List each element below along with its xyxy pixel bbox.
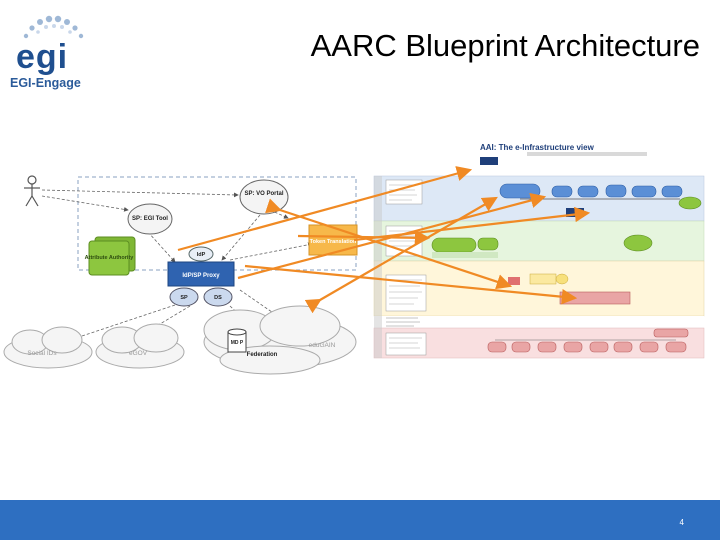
proxy-label: IdP/SP Proxy <box>182 273 220 279</box>
user-icon <box>24 175 40 207</box>
egov-cloud <box>95 323 185 369</box>
logo-text: egi <box>16 38 69 76</box>
architecture-diagram: SP: VO Portal SP: EGI Tool Token Transla… <box>3 143 705 375</box>
resource-nodes <box>487 328 689 353</box>
right-diagram-subtitle-bar <box>527 152 647 156</box>
social-ids-label: Social IDs <box>27 350 57 357</box>
access-node-2 <box>555 273 569 285</box>
logo-subtitle: EGI-Engage <box>10 76 81 90</box>
page-number: 4 <box>679 518 684 527</box>
community-caption-bar <box>432 252 498 258</box>
legend-lines <box>386 317 420 327</box>
idp-node <box>188 246 214 262</box>
idp-label: IdP <box>197 252 206 258</box>
right-diagram-title: AAI: The e-Infrastructure view <box>480 143 595 152</box>
sp-egi-tool-node <box>127 203 173 235</box>
right-diagram: AAI: The e-Infrastructure view <box>373 143 705 359</box>
sp-vo-portal-label: SP: VO Portal <box>244 191 283 197</box>
social-ids-cloud <box>3 326 93 369</box>
service-nodes <box>499 183 702 210</box>
attribute-authority-label: Attribute Authority <box>85 255 135 261</box>
note-box-4 <box>385 332 427 356</box>
mdp-label: MD P <box>231 340 244 346</box>
proxy-node <box>167 261 235 287</box>
edugain-label: eduGAIN <box>309 342 336 349</box>
proxy-sp-label: SP <box>180 295 188 301</box>
proxy-ds-node <box>203 287 233 307</box>
sp-vo-portal-node <box>239 179 289 215</box>
token-translation-label: Token Translation <box>310 239 357 245</box>
egi-logo: egi EGI-Engage <box>8 12 90 92</box>
user-badge <box>480 157 498 165</box>
left-diagram: SP: VO Portal SP: EGI Tool Token Transla… <box>3 175 358 375</box>
attribute-authority-node <box>88 236 136 276</box>
access-node-3 <box>559 291 631 305</box>
mapping-arrows <box>177 166 591 314</box>
egov-label: eGOV <box>129 350 148 357</box>
logo-dots-icon <box>23 15 84 39</box>
proxy-ds-label: DS <box>214 295 222 301</box>
page-title: AARC Blueprint Architecture <box>310 28 700 63</box>
band-legend <box>374 316 704 328</box>
proxy-sp-node <box>169 287 199 307</box>
footer-bar: 4 <box>0 500 720 540</box>
mdp-node <box>227 328 247 353</box>
federation-label: Federation <box>247 352 278 358</box>
sp-egi-tool-label: SP: EGI Tool <box>132 216 168 222</box>
access-node-4 <box>508 277 520 285</box>
edugain-cloud <box>203 305 357 375</box>
access-node-1 <box>529 273 557 285</box>
